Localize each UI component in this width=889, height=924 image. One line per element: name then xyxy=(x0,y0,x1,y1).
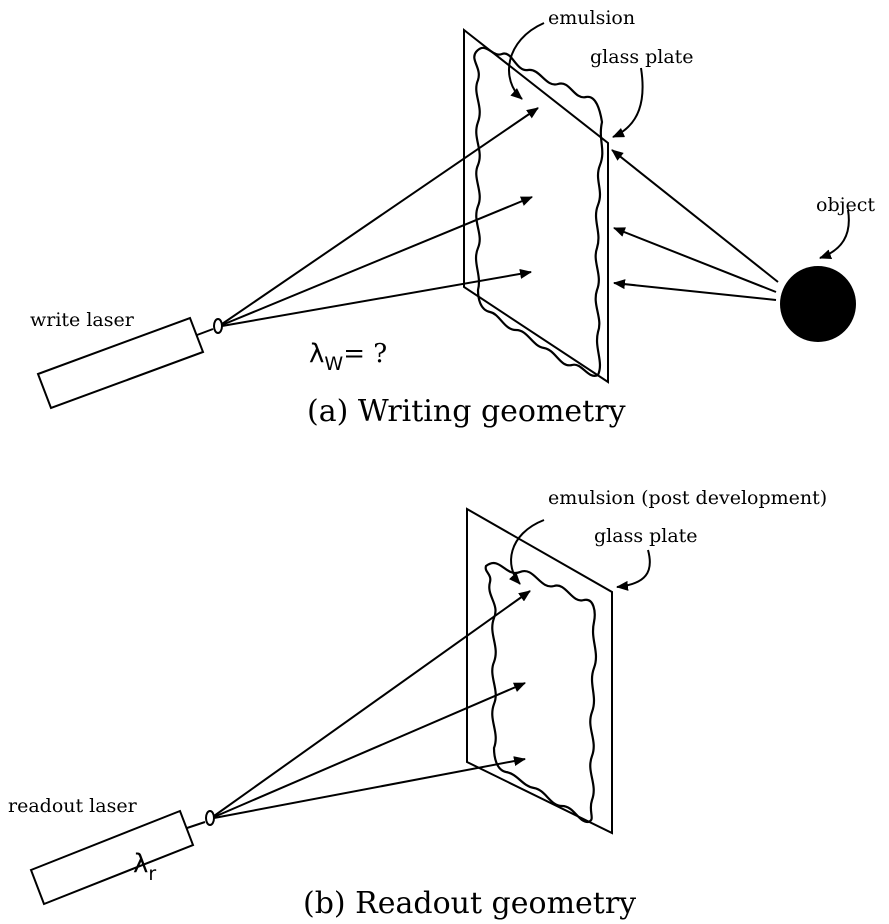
glass-plate-b xyxy=(466,507,613,835)
lambda-w-subscript: W xyxy=(324,353,344,375)
lambda-w-value: = ? xyxy=(343,339,388,369)
readout-laser-body xyxy=(29,809,195,906)
emulsion-a xyxy=(473,46,604,377)
write-wavelength-label: λW= ? xyxy=(309,339,388,374)
emulsion-a-label: emulsion xyxy=(548,7,636,29)
lambda-r-symbol: λ xyxy=(133,849,149,879)
reference-beam-a-2 xyxy=(221,196,533,326)
object-beam-1 xyxy=(611,149,779,283)
object-label: object xyxy=(816,194,876,216)
lambda-w-symbol: λ xyxy=(309,339,325,369)
panel-b-readout-geometry xyxy=(29,507,651,906)
glass-plate-b-pointer xyxy=(616,549,651,591)
glass-plate-a xyxy=(463,27,609,384)
readout-beam-2 xyxy=(213,682,526,818)
caption-b: (b) Readout geometry xyxy=(303,886,637,921)
readout-beam-3 xyxy=(213,756,526,819)
reference-beam-a-1 xyxy=(221,107,539,325)
emulsion-b-pointer xyxy=(508,519,545,585)
caption-a: (a) Writing geometry xyxy=(307,394,626,429)
write-laser-label: write laser xyxy=(30,309,134,331)
emulsion-b xyxy=(484,562,598,824)
readout-wavelength-label: λr xyxy=(133,849,156,884)
readout-beam-1 xyxy=(213,590,531,817)
lambda-r-subscript: r xyxy=(148,863,157,885)
write-laser-beam-stub xyxy=(196,328,214,336)
object-beam-2 xyxy=(613,227,777,293)
panel-a-writing-geometry xyxy=(36,22,856,410)
object-sphere xyxy=(780,266,856,342)
write-laser-body xyxy=(36,316,205,410)
write-laser-lens-icon xyxy=(213,318,223,334)
readout-laser-lens-icon xyxy=(205,810,215,826)
emulsion-a-pointer xyxy=(508,22,545,100)
emulsion-b-label: emulsion (post development) xyxy=(548,487,828,509)
glass-plate-a-label: glass plate xyxy=(590,46,694,68)
glass-plate-a-pointer xyxy=(612,67,644,138)
reference-beam-a-3 xyxy=(221,268,532,327)
readout-laser-label: readout laser xyxy=(8,795,137,817)
object-beam-3 xyxy=(613,279,777,301)
object-pointer xyxy=(819,209,850,259)
glass-plate-b-label: glass plate xyxy=(594,525,698,547)
readout-laser-beam-stub xyxy=(186,821,206,829)
